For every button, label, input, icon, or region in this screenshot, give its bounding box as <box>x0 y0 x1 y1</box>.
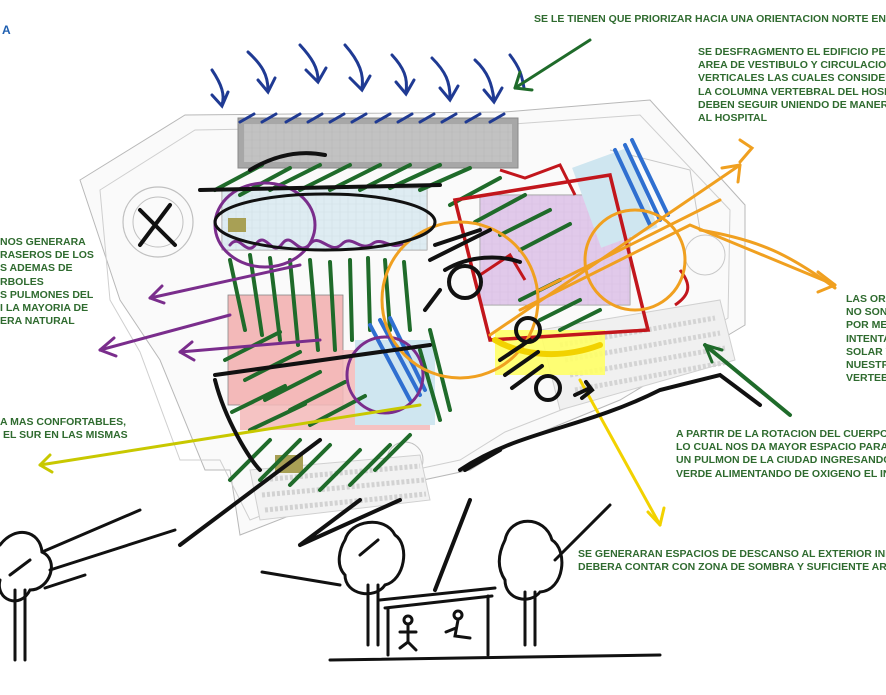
note-top: SE LE TIENEN QUE PRIORIZAR HACIA UNA ORI… <box>534 13 886 25</box>
note-left-lower: A MAS CONFORTABLES, EL SUR EN LAS MISMAS <box>0 416 128 442</box>
note-right-top: SE DESFRAGMENTO EL EDIFICIO PERO AREA DE… <box>698 46 886 125</box>
note-bottom: SE GENERARAN ESPACIOS DE DESCANSO AL EXT… <box>578 548 886 574</box>
pergola-icon <box>328 586 662 662</box>
tree-icon <box>0 508 177 662</box>
program-volumes <box>221 147 658 473</box>
helipad-circle <box>122 186 194 258</box>
note-right-middle: LAS OR NO SON POR ME INTENTA SOLAR Y NUE… <box>846 293 886 385</box>
wind-arrows <box>210 43 526 124</box>
tree-icon <box>497 503 612 647</box>
note-left-middle: NOS GENERARA RASEROS DE LOS S ADEMAS DE … <box>0 236 94 328</box>
note-leader-arrow <box>513 38 592 92</box>
facade-strokes <box>368 138 670 402</box>
sun-path-arrows <box>380 138 837 380</box>
note-corner: A <box>2 23 11 37</box>
person-icon <box>398 609 472 652</box>
circulation-spine <box>138 151 762 592</box>
purple-volumes <box>98 181 425 415</box>
tree-icon <box>260 520 406 647</box>
yellow-axes <box>38 337 666 527</box>
note-right-lower: A PARTIR DE LA ROTACION DEL CUERPO B LO … <box>676 428 886 480</box>
